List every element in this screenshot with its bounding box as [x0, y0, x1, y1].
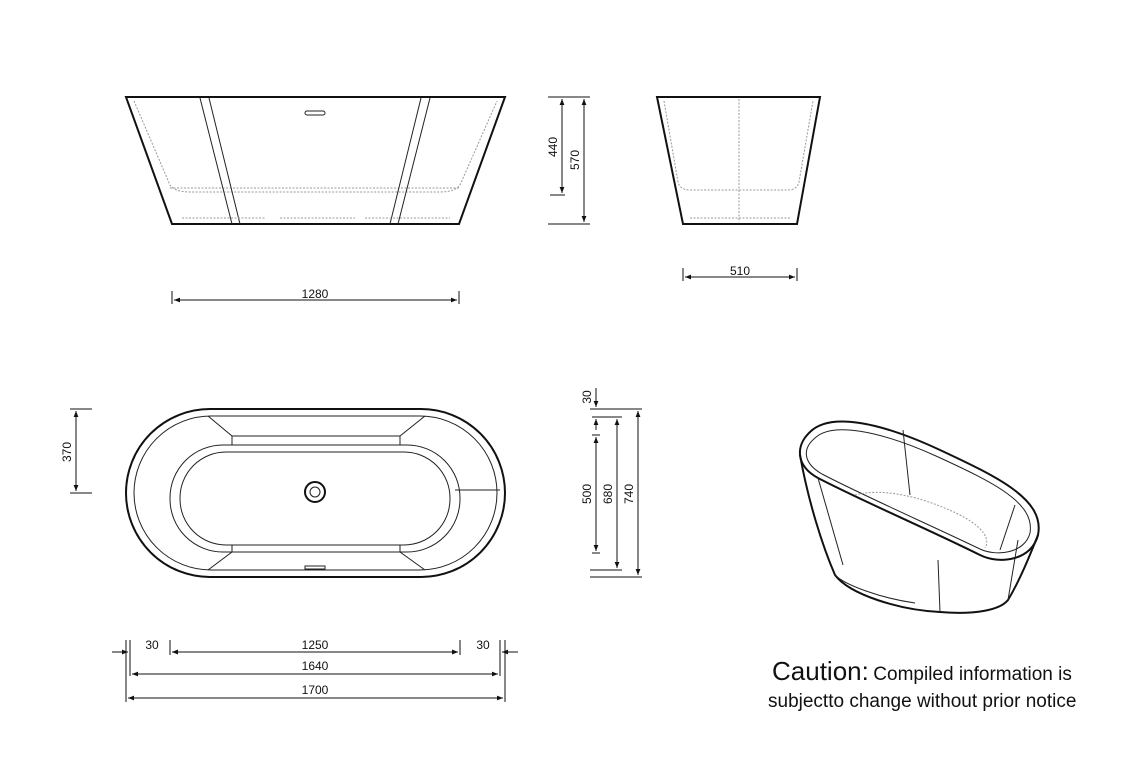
- side-view: 510: [655, 96, 822, 281]
- dim-510: 510: [730, 264, 750, 278]
- dim-680: 680: [601, 484, 615, 504]
- dim-740: 740: [622, 484, 636, 504]
- top-view: 370 30 500 680 740 30 1250 30 1640 1700: [60, 388, 642, 702]
- dim-440: 440: [546, 137, 560, 157]
- caution-line1: Compiled information is: [873, 664, 1072, 685]
- front-view: 1280 440 570: [124, 96, 590, 304]
- perspective-view: [798, 420, 1040, 614]
- dim-500: 500: [580, 484, 594, 504]
- dim-1280: 1280: [302, 287, 329, 301]
- dim-30-left: 30: [145, 638, 159, 652]
- caution-line2: subjectto change without prior notice: [768, 691, 1077, 712]
- dim-370: 370: [60, 442, 74, 462]
- caution-title: Caution:: [772, 656, 869, 686]
- dim-570: 570: [568, 150, 582, 170]
- dim-1640: 1640: [302, 659, 329, 673]
- dim-1250: 1250: [302, 638, 329, 652]
- dim-30-top: 30: [580, 390, 594, 404]
- caution-notice: Caution: Compiled information is subject…: [768, 656, 1076, 715]
- dim-1700: 1700: [302, 683, 329, 697]
- dim-30-right: 30: [476, 638, 490, 652]
